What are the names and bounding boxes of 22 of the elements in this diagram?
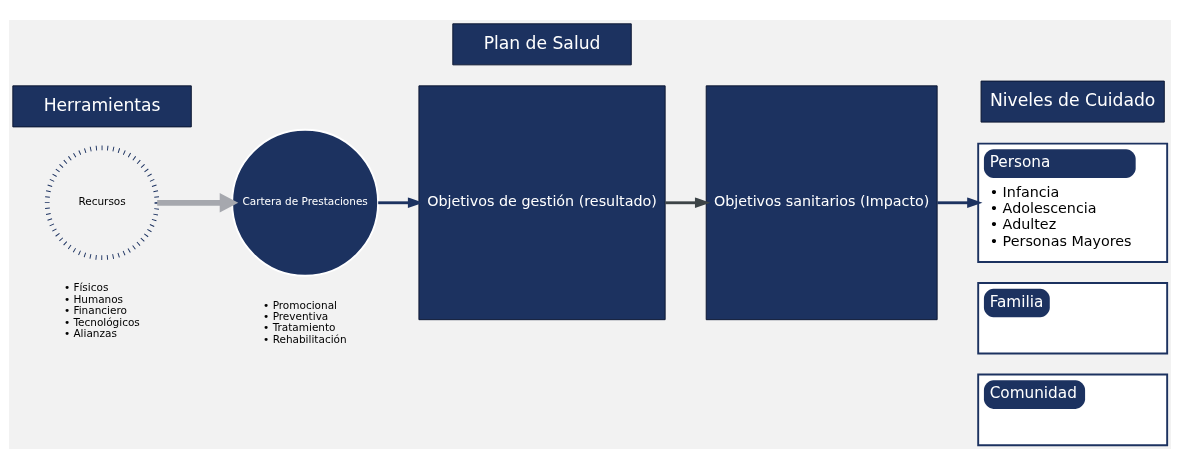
node-box: Niveles de Cuidado <box>980 80 1165 123</box>
node-label: • Humanos <box>63 292 124 305</box>
arrow <box>665 196 711 208</box>
node-circle: Recursos <box>44 145 160 260</box>
node-box: Persona • Infancia • Adolescencia • Adultez • Personas Mayores <box>977 142 1169 263</box>
node-box: Objetivos de gestión (resultado) <box>418 84 666 320</box>
arrow <box>157 192 239 212</box>
node-label: • Rehabilitación <box>263 332 347 345</box>
node-label: • Preventiva <box>263 309 329 322</box>
node-box: Comunidad <box>977 373 1169 446</box>
node-box: Familia <box>977 281 1169 354</box>
node-label: • Alianzas <box>63 326 117 339</box>
node-box: Herramientas <box>12 84 192 127</box>
arrow <box>937 196 983 208</box>
node-label: • Financiero <box>63 303 127 316</box>
node-label: • Tecnológicos <box>63 315 140 328</box>
node-label: • Promocional <box>263 298 337 311</box>
node-label: • Físicos <box>63 280 109 293</box>
node-label: • Tratamiento <box>263 320 336 333</box>
node-circle: Cartera de Prestaciones <box>231 128 380 277</box>
node-box: Objetivos sanitarios (Impacto) <box>705 84 938 320</box>
node-box: Plan de Salud <box>452 22 632 65</box>
